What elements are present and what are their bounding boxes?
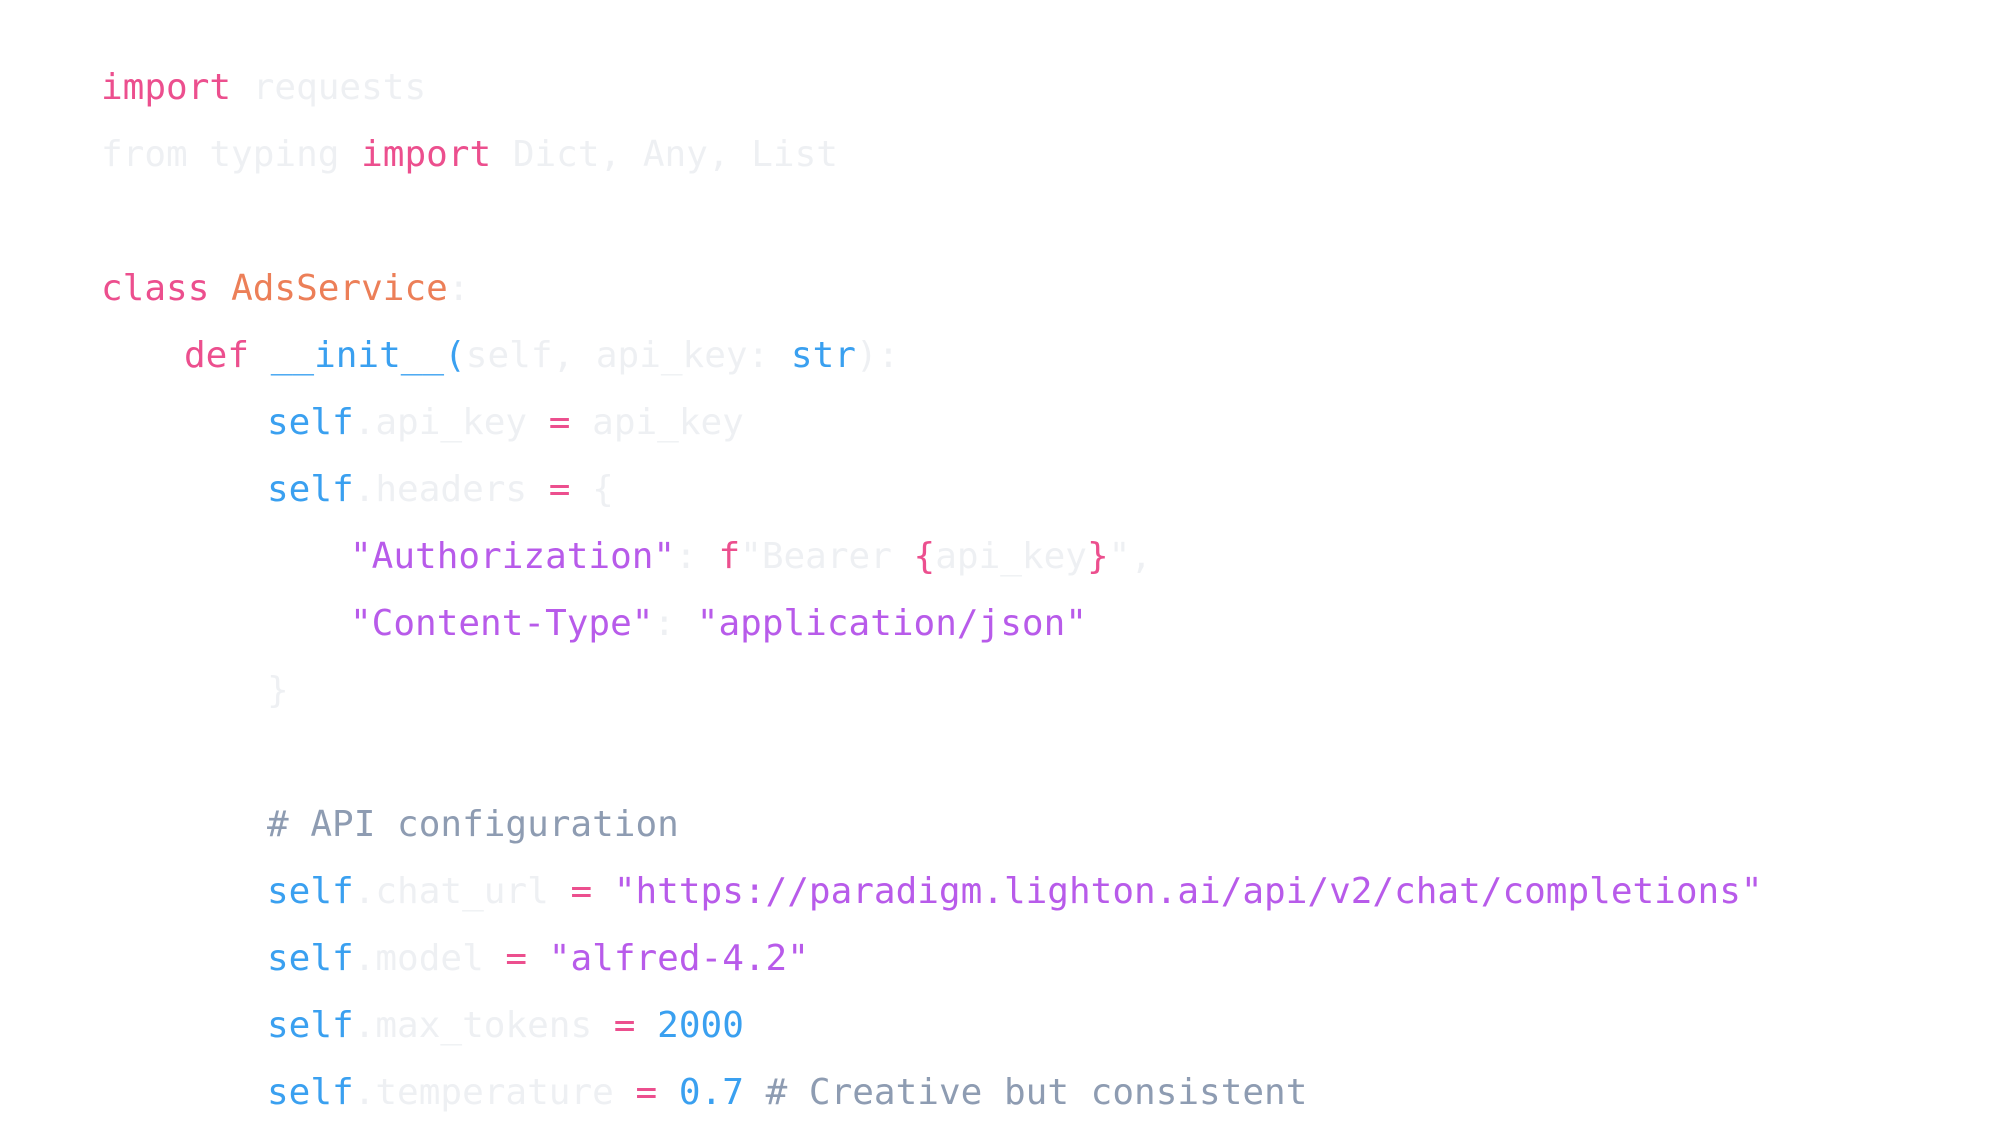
code-line[interactable]: "Authorization": f"Bearer {api_key}", — [101, 523, 2000, 590]
code-token-dim: ", — [1108, 536, 1152, 577]
code-token-dim: .headers — [353, 469, 549, 510]
code-token-kw: = — [613, 1005, 636, 1046]
code-token-dim: requests — [231, 67, 427, 108]
code-token-str: "application/json" — [696, 603, 1087, 644]
code-token-blu: str — [790, 335, 856, 376]
code-token-cm: # Creative but consistent — [765, 1072, 1308, 1113]
code-line[interactable]: # API configuration — [101, 791, 2000, 858]
code-token-dim: ): — [855, 335, 900, 376]
code-token-dim: : — [675, 536, 719, 577]
code-line[interactable]: self.model = "alfred-4.2" — [101, 925, 2000, 992]
code-token-dim: : — [653, 603, 697, 644]
code-token-dim: } — [267, 670, 289, 711]
code-token-kw: import — [101, 67, 232, 108]
code-token-blu: self — [267, 871, 354, 912]
code-line[interactable]: self.max_tokens = 2000 — [101, 992, 2000, 1059]
code-line[interactable]: self.api_key = api_key — [101, 389, 2000, 456]
code-token-kw: class — [101, 268, 210, 309]
code-token-kw: def — [184, 335, 250, 376]
code-token-kw: import — [361, 134, 492, 175]
code-token-blu: 2000 — [657, 1005, 744, 1046]
code-token-kw: = — [548, 469, 571, 510]
code-line[interactable]: self.temperature = 0.7 # Creative but co… — [101, 1059, 2000, 1126]
code-line[interactable]: self.chat_url = "https://paradigm.lighto… — [101, 858, 2000, 925]
code-token-dim: from typing — [101, 134, 362, 175]
code-token-kw: = — [548, 402, 571, 443]
code-token-dim — [527, 938, 549, 979]
code-token-dim: : — [447, 268, 470, 309]
code-token-dim: { — [570, 469, 614, 510]
code-line[interactable] — [101, 724, 2000, 791]
code-token-str: "Content-Type" — [350, 603, 654, 644]
code-token-dim: .api_key — [353, 402, 549, 443]
code-token-dim: .model — [353, 938, 506, 979]
code-line[interactable] — [101, 188, 2000, 255]
code-token-dim — [657, 1072, 679, 1113]
code-token-kw: f — [718, 536, 741, 577]
code-token-kw: { — [913, 536, 936, 577]
code-token-dim: api_key — [935, 536, 1087, 577]
code-token-str: "https://paradigm.lighton.ai/api/v2/chat… — [613, 871, 1763, 912]
code-line[interactable]: } — [101, 657, 2000, 724]
code-line[interactable]: class AdsService: — [101, 255, 2000, 322]
code-token-kw: = — [570, 871, 593, 912]
code-token-dim — [744, 1072, 766, 1113]
code-token-fn: __init__( — [270, 335, 466, 376]
code-line[interactable]: import requests — [101, 54, 2000, 121]
code-line[interactable]: "Content-Type": "application/json" — [101, 590, 2000, 657]
code-token-dim: .temperature — [353, 1072, 636, 1113]
code-token-kw: = — [635, 1072, 658, 1113]
code-line[interactable]: def __init__(self, api_key: str): — [101, 322, 2000, 389]
code-token-dim: self, api_key: — [465, 335, 791, 376]
code-token-kw: = — [505, 938, 528, 979]
code-token-cm: # API configuration — [267, 804, 679, 845]
code-token-kw: } — [1086, 536, 1109, 577]
code-token-dim: .max_tokens — [353, 1005, 614, 1046]
code-token-dim — [592, 871, 614, 912]
code-token-blu: 0.7 — [678, 1072, 744, 1113]
code-token-blu: self — [267, 469, 354, 510]
code-token-dim: Dict, Any, List — [491, 134, 838, 175]
code-token-blu: self — [267, 1005, 354, 1046]
code-token-dim: api_key — [570, 402, 744, 443]
code-line[interactable]: from typing import Dict, Any, List — [101, 121, 2000, 188]
code-token-blu: self — [267, 1072, 354, 1113]
code-token-str: "alfred-4.2" — [548, 938, 809, 979]
code-token-str: "Authorization" — [350, 536, 676, 577]
code-token-dim — [635, 1005, 657, 1046]
code-token-dim: .chat_url — [353, 871, 571, 912]
code-token-cls: AdsService — [231, 268, 448, 309]
code-token-blu: self — [267, 402, 354, 443]
code-line[interactable]: self.headers = { — [101, 456, 2000, 523]
code-token-dim — [249, 335, 271, 376]
code-token-blu: self — [267, 938, 354, 979]
code-token-dim — [209, 268, 231, 309]
code-token-dim: "Bearer — [740, 536, 914, 577]
